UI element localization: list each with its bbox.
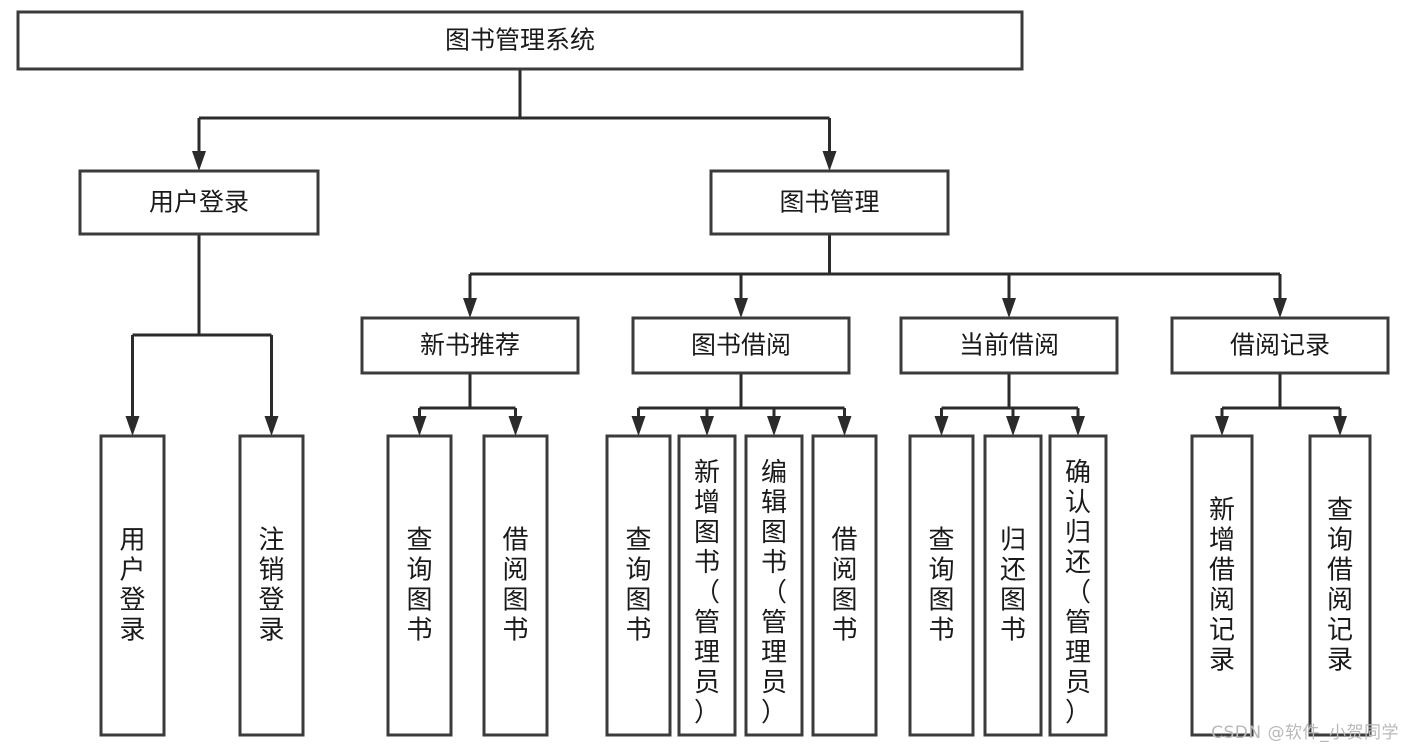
node-leaf-edit-book[interactable]: 编辑图书（管理员）	[744, 434, 804, 737]
node-box[interactable]	[99, 434, 166, 737]
node-leaf-return-book[interactable]: 归还图书	[983, 434, 1043, 737]
node-label: 新增借阅记录	[1209, 495, 1235, 675]
node-box[interactable]	[744, 434, 804, 737]
arrow-head-icon	[412, 416, 427, 436]
node-borrow-record[interactable]: 借阅记录	[1170, 316, 1390, 375]
node-root[interactable]: 图书管理系统	[16, 10, 1024, 71]
node-box[interactable]	[386, 434, 453, 737]
node-box[interactable]	[360, 316, 580, 375]
watermark-text: CSDN @软件_小贺同学	[1211, 723, 1399, 743]
node-leaf-add-book[interactable]: 新增图书（管理员）	[677, 434, 737, 737]
node-label: 新书推荐	[420, 331, 520, 360]
node-leaf-query-book-1[interactable]: 查询图书	[386, 434, 453, 737]
connector-group-borrow-record	[1215, 373, 1347, 436]
node-label: 确认归还（管理员）	[1065, 458, 1091, 728]
node-box[interactable]	[1170, 316, 1390, 375]
node-label: 当前借阅	[959, 331, 1059, 360]
node-leaf-query-book-3[interactable]: 查询图书	[908, 434, 975, 737]
arrow-head-icon	[264, 416, 279, 436]
node-label: 借阅图书	[831, 525, 857, 645]
node-box[interactable]	[908, 434, 975, 737]
node-box[interactable]	[1190, 434, 1254, 737]
arrow-head-icon	[1215, 416, 1229, 436]
arrow-head-icon	[934, 416, 949, 436]
arrow-head-icon	[767, 416, 781, 436]
connector-group-book-borrow	[631, 373, 852, 436]
node-current-borrow[interactable]: 当前借阅	[899, 316, 1119, 375]
node-label: 借阅记录	[1230, 331, 1330, 360]
arrow-head-icon	[1006, 416, 1020, 436]
node-label: 查询图书	[625, 525, 651, 645]
node-box[interactable]	[709, 169, 950, 236]
node-leaf-query-book-2[interactable]: 查询图书	[605, 434, 672, 737]
arrow-head-icon	[1333, 416, 1347, 436]
arrow-head-icon	[1273, 298, 1287, 318]
node-label: 新增图书（管理员）	[694, 458, 720, 728]
node-layer: 图书管理系统用户登录图书管理新书推荐图书借阅当前借阅借阅记录用户登录注销登录查询…	[16, 10, 1390, 737]
node-box[interactable]	[78, 169, 320, 236]
node-box[interactable]	[631, 316, 851, 375]
arrow-head-icon	[631, 416, 646, 436]
node-box[interactable]	[899, 316, 1119, 375]
node-box[interactable]	[605, 434, 672, 737]
node-label: 查询图书	[406, 525, 432, 645]
node-label: 图书管理系统	[445, 26, 595, 55]
node-box[interactable]	[983, 434, 1043, 737]
node-leaf-borrow-book-1[interactable]: 借阅图书	[482, 434, 549, 737]
node-box[interactable]	[1308, 434, 1372, 737]
node-new-book-rec[interactable]: 新书推荐	[360, 316, 580, 375]
connector-layer	[125, 69, 1347, 436]
node-box[interactable]	[16, 10, 1024, 71]
node-label: 查询借阅记录	[1327, 495, 1353, 675]
arrow-head-icon	[1002, 298, 1016, 318]
node-leaf-user-login[interactable]: 用户登录	[99, 434, 166, 737]
node-book-manage[interactable]: 图书管理	[709, 169, 950, 236]
arrow-head-icon	[822, 151, 837, 171]
arrow-head-icon	[192, 151, 206, 171]
node-box[interactable]	[811, 434, 878, 737]
node-leaf-logout[interactable]: 注销登录	[238, 434, 305, 737]
arrow-head-icon	[734, 298, 748, 318]
node-label: 归还图书	[1000, 525, 1026, 645]
node-box[interactable]	[1048, 434, 1108, 737]
node-leaf-borrow-book-2[interactable]: 借阅图书	[811, 434, 878, 737]
node-box[interactable]	[238, 434, 305, 737]
arrow-head-icon	[700, 416, 714, 436]
arrow-head-icon	[508, 416, 523, 436]
node-box[interactable]	[482, 434, 549, 737]
node-label: 查询图书	[928, 525, 954, 645]
connector-group-root	[192, 69, 837, 171]
arrow-head-icon	[463, 298, 477, 318]
node-label: 图书管理	[779, 188, 879, 217]
node-label: 借阅图书	[502, 525, 528, 645]
node-label: 图书借阅	[691, 331, 791, 360]
arrow-head-icon	[125, 416, 140, 436]
arrow-head-icon	[1071, 416, 1085, 436]
node-box[interactable]	[677, 434, 737, 737]
node-leaf-confirm-return[interactable]: 确认归还（管理员）	[1048, 434, 1108, 737]
node-label: 注销登录	[258, 525, 284, 645]
node-label: 编辑图书（管理员）	[761, 458, 787, 728]
node-leaf-add-record[interactable]: 新增借阅记录	[1190, 434, 1254, 737]
arrow-head-icon	[837, 416, 852, 436]
connector-group-book-manage	[463, 234, 1287, 318]
node-user-login[interactable]: 用户登录	[78, 169, 320, 236]
node-book-borrow[interactable]: 图书借阅	[631, 316, 851, 375]
node-label: 用户登录	[119, 525, 145, 645]
node-leaf-query-record[interactable]: 查询借阅记录	[1308, 434, 1372, 737]
node-label: 用户登录	[149, 188, 249, 217]
connector-group-user-login	[125, 234, 279, 436]
connector-group-current-borrow	[934, 373, 1085, 436]
connector-group-new-book-rec	[412, 373, 523, 436]
